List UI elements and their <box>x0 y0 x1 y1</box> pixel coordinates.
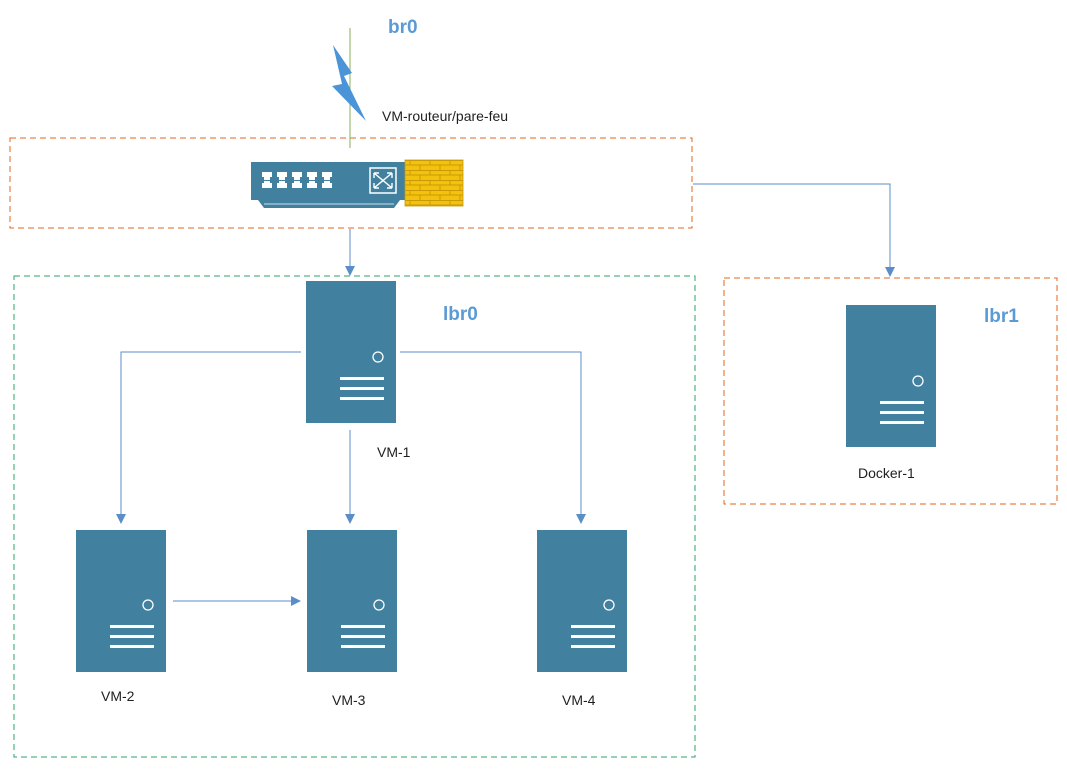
server-tower-icon <box>846 305 936 447</box>
vm4-label: VM-4 <box>562 692 596 708</box>
server-tower-icon <box>307 530 397 672</box>
router-zone <box>9 137 693 229</box>
server-vm4[interactable] <box>537 530 627 672</box>
router-firewall[interactable] <box>251 159 464 208</box>
docker1-label: Docker-1 <box>858 465 915 481</box>
connector-router-docker1 <box>693 183 895 277</box>
lbr1-zone <box>723 277 1058 505</box>
vm2-label: VM-2 <box>101 688 135 704</box>
firewall-brick-icon <box>404 159 464 207</box>
server-vm3[interactable] <box>307 530 397 672</box>
vm1-label: VM-1 <box>377 444 411 460</box>
connector-vm1-vm2 <box>116 351 301 524</box>
br0-label: br0 <box>388 17 418 38</box>
vm3-label: VM-3 <box>332 692 366 708</box>
lightning-bolt-icon <box>332 45 366 121</box>
lbr0-label: lbr0 <box>443 304 478 325</box>
router-label: VM-routeur/pare-feu <box>382 108 508 124</box>
connector-vm1-vm4 <box>400 351 586 524</box>
server-vm2[interactable] <box>76 530 166 672</box>
lbr1-label: lbr1 <box>984 306 1019 327</box>
server-tower-icon <box>306 281 396 423</box>
server-tower-icon <box>76 530 166 672</box>
network-switch-icon <box>251 162 407 208</box>
server-tower-icon <box>537 530 627 672</box>
lbr0-zone <box>13 275 696 758</box>
server-docker1[interactable] <box>846 305 936 447</box>
server-vm1[interactable] <box>306 281 396 423</box>
